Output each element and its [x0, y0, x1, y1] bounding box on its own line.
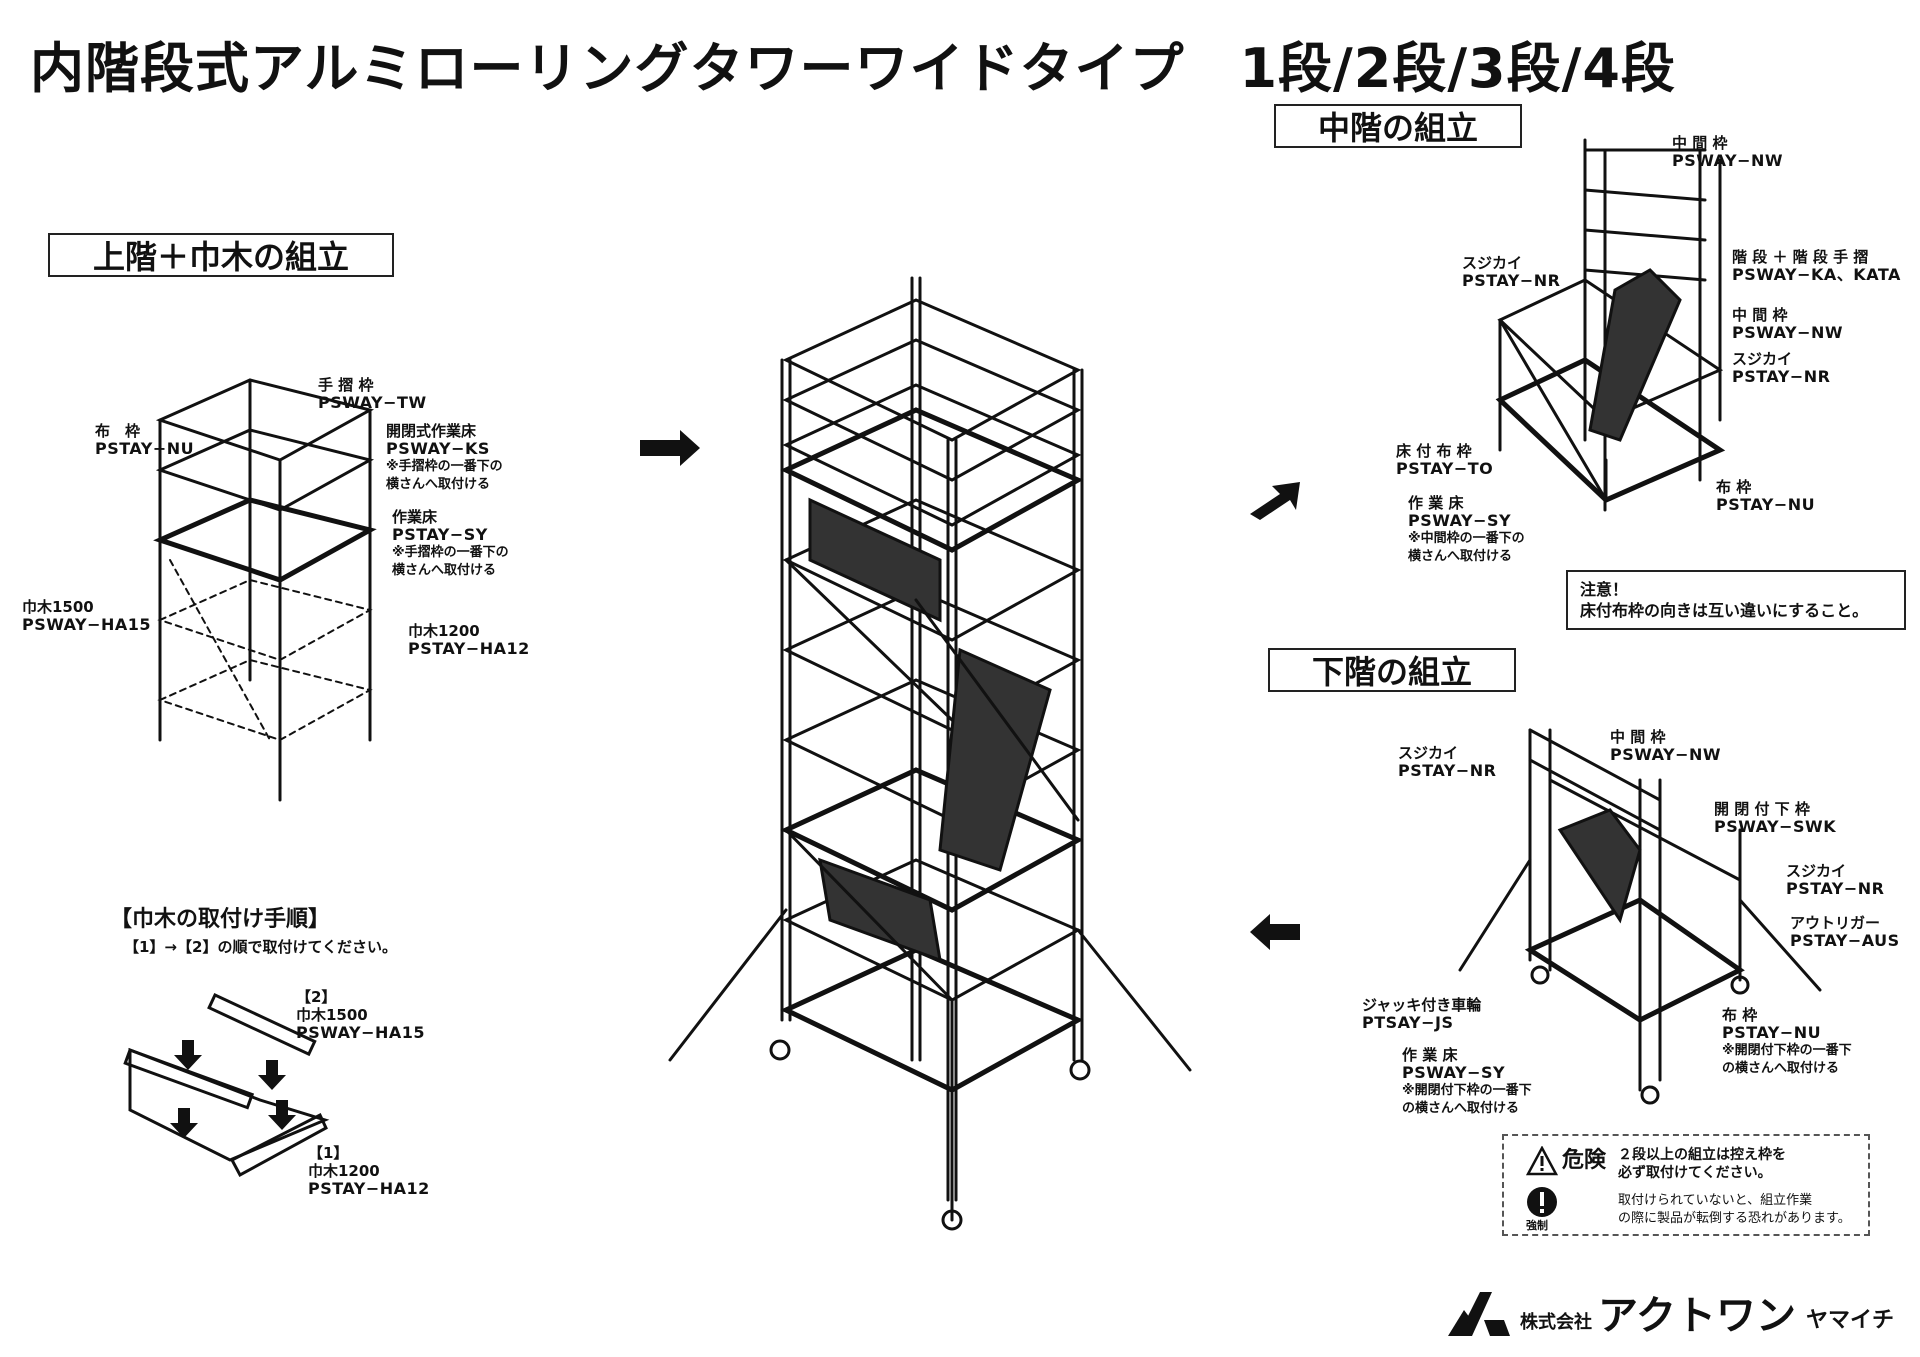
label-mid-sujikai: スジカイ PSTAY−NR — [1462, 254, 1561, 290]
label-mid-yukatsuki: 床 付 布 枠 PSTAY−TO — [1396, 442, 1494, 478]
label-low-chukan: 中 間 枠 PSWAY−NW — [1610, 728, 1722, 764]
label-low-kaihei: 開 閉 付 下 枠 PSWAY−SWK — [1714, 800, 1837, 836]
label-mid-sujikai2: スジカイ PSTAY−NR — [1732, 350, 1831, 386]
logo-company: 株式会社 — [1520, 1312, 1592, 1333]
label-mid-chukan: 中 間 枠 PSWAY−NW — [1672, 134, 1784, 170]
label-mid-sagyo: 作 業 床 PSWAY−SY ※中間枠の一番下の 横さんへ取付ける — [1408, 494, 1525, 564]
section-middle-box: 中階の組立 — [1274, 104, 1522, 148]
warning-triangle-icon — [1526, 1146, 1558, 1176]
danger-word: 危険 — [1562, 1148, 1607, 1173]
section-lower-box: 下階の組立 — [1268, 648, 1516, 692]
section-lower-title: 下階の組立 — [1311, 653, 1472, 691]
danger-box: 危険 強制 ２段以上の組立は控え枠を 必ず取付けてください。 取付けられていない… — [1502, 1134, 1870, 1236]
label-low-sujikai: スジカイ PSTAY−NR — [1398, 744, 1497, 780]
caution-text: 床付布枠の向きは互い違いにすること。 — [1580, 601, 1869, 620]
habaki-heading: 【巾木の取付け手順】 — [110, 907, 331, 932]
logo-brand: アクトワン — [1598, 1293, 1796, 1339]
habaki-sub: 【1】→【2】の順で取付けてください。 — [124, 938, 397, 956]
caution-head: 注意！ — [1580, 580, 1629, 599]
logo-sub: ヤマイチ — [1806, 1308, 1895, 1333]
danger-line1: ２段以上の組立は控え枠を — [1618, 1147, 1786, 1163]
mandatory-icon — [1527, 1187, 1557, 1217]
logo-mark-icon — [1448, 1292, 1510, 1336]
label-haba1500: 巾木1500 PSWAY−HA15 — [22, 598, 152, 634]
label-low-nuno: 布 枠 PSTAY−NU ※開閉付下枠の一番下 の横さんへ取付ける — [1722, 1006, 1852, 1076]
habaki-step1: 【1】 巾木1200 PSTAY−HA12 — [308, 1144, 430, 1198]
danger-line3: 取付けられていないと、組立作業 — [1618, 1193, 1813, 1208]
label-kaihei: 開閉式作業床 PSWAY−KS ※手摺枠の一番下の 横さんへ取付ける — [386, 422, 503, 492]
label-haba1200: 巾木1200 PSTAY−HA12 — [408, 622, 530, 658]
label-mid-chukan2: 中 間 枠 PSWAY−NW — [1732, 306, 1844, 342]
label-mid-nuno: 布 枠 PSTAY−NU — [1716, 478, 1816, 514]
danger-forced: 強制 — [1526, 1219, 1548, 1232]
page-title: 内階段式アルミローリングタワーワイドタイプ 1段/2段/3段/4段 — [30, 37, 1676, 100]
label-low-sagyo: 作 業 床 PSWAY−SY ※開閉付下枠の一番下 の横さんへ取付ける — [1402, 1046, 1532, 1116]
caution-box: 注意！ 床付布枠の向きは互い違いにすること。 — [1566, 570, 1906, 630]
habaki-step2: 【2】 巾木1500 PSWAY−HA15 — [296, 988, 426, 1042]
label-mid-kaidan: 階 段 ＋ 階 段 手 摺 PSWAY−KA、KATA — [1732, 248, 1901, 284]
label-nuno-upper: 布 枠 PSTAY−NU — [95, 422, 195, 458]
danger-line4: の際に製品が転倒する恐れがあります。 — [1618, 1211, 1851, 1226]
label-low-jack: ジャッキ付き車輪 PTSAY−JS — [1362, 996, 1482, 1032]
section-upper-box: 上階＋巾木の組立 — [48, 233, 394, 277]
section-upper-title: 上階＋巾木の組立 — [92, 238, 349, 276]
label-low-sujikai2: スジカイ PSTAY−NR — [1786, 862, 1885, 898]
section-middle-title: 中階の組立 — [1317, 109, 1478, 147]
label-sagyo-upper: 作業床 PSTAY−SY ※手摺枠の一番下の 横さんへ取付ける — [392, 508, 509, 578]
label-tesuri: 手 摺 枠 PSWAY−TW — [318, 376, 427, 412]
danger-line2: 必ず取付けてください。 — [1618, 1165, 1772, 1181]
label-low-outrigger: アウトリガー PSTAY−AUS — [1790, 914, 1900, 950]
company-logo: 株式会社 アクトワン ヤマイチ — [1444, 1290, 1894, 1338]
